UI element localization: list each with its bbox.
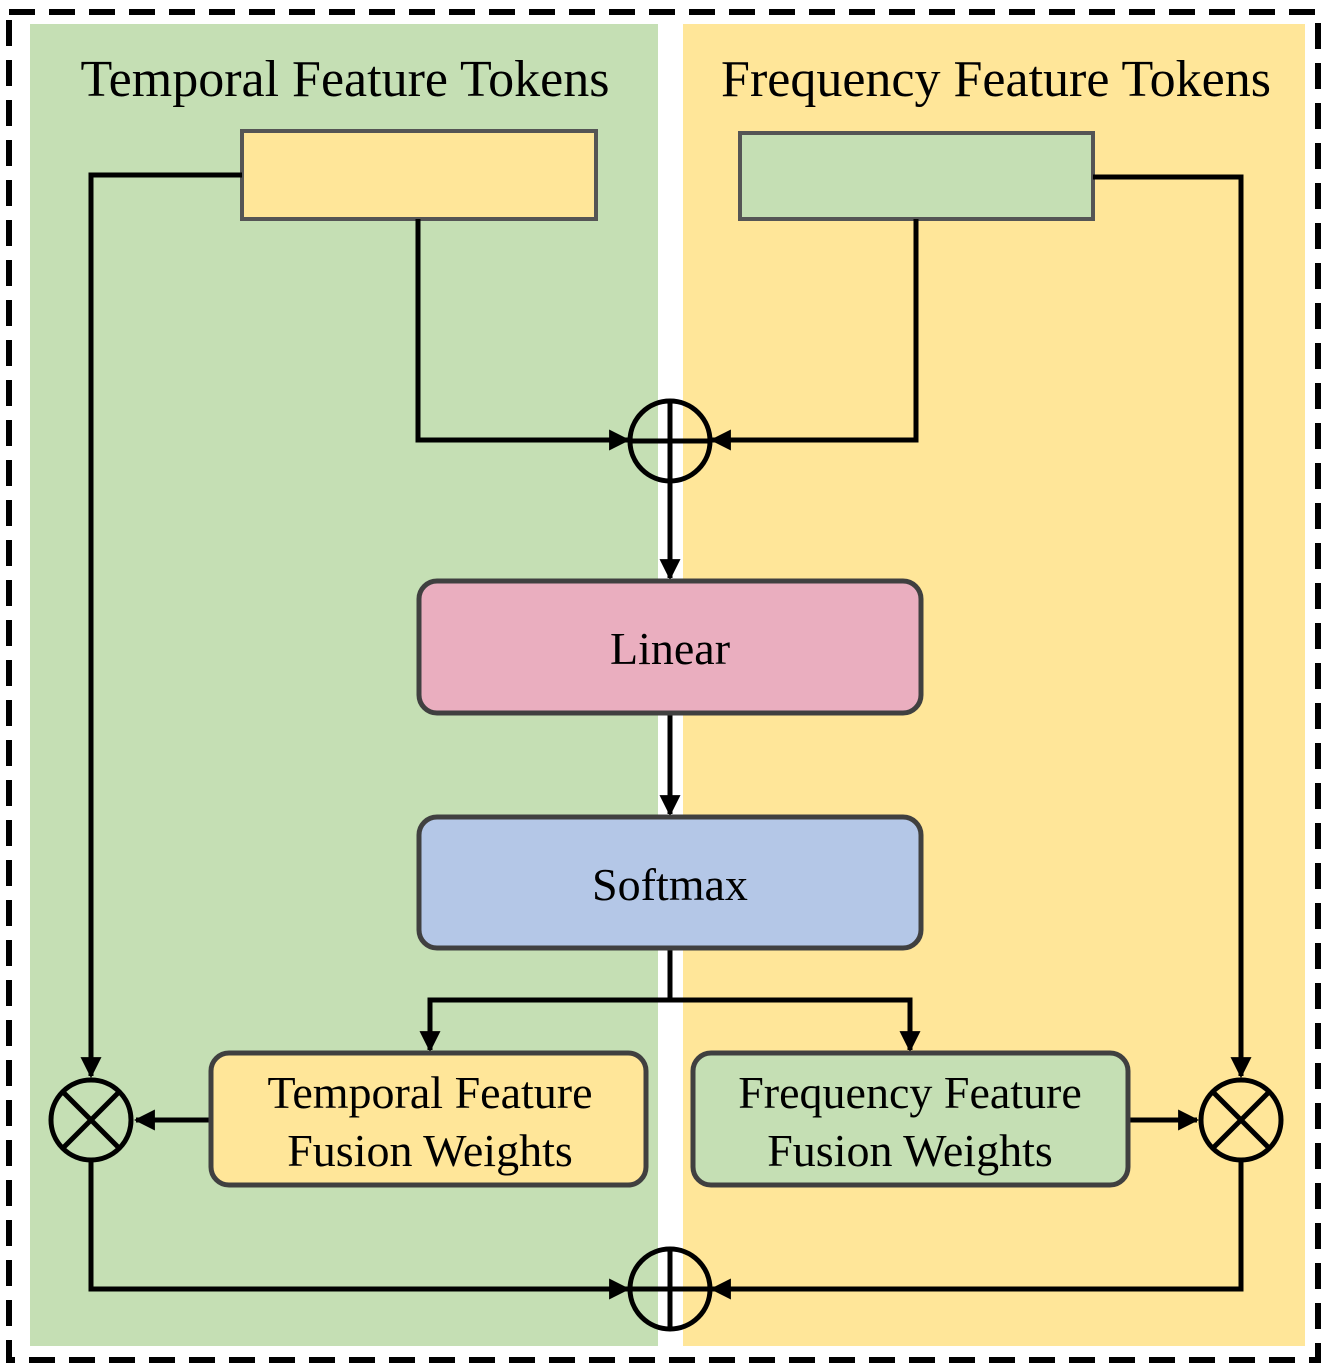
add-icon [627, 1246, 713, 1332]
temporal-weights-block [208, 1050, 649, 1188]
softmax-block [416, 814, 924, 951]
arrow-left-multiply-to-add [88, 1160, 631, 1300]
multiply-icon [48, 1077, 134, 1163]
arrow-softmax-to-temporal-weights [419, 949, 673, 1053]
arrow-softmax-to-frequency-weights [670, 997, 921, 1053]
frequency-weights-block [690, 1050, 1131, 1188]
frequency-token-bar [738, 131, 1095, 221]
frequency-panel-title: Frequency Feature Tokens [721, 51, 1271, 108]
temporal-panel-title: Temporal Feature Tokens [81, 51, 610, 108]
temporal-token-bar [240, 129, 598, 221]
add-icon [627, 398, 713, 484]
frequency-weights-label-line1: Frequency Feature [738, 1067, 1082, 1118]
arrow-right-multiply-to-add [709, 1160, 1244, 1300]
multiply-icon [1198, 1077, 1284, 1163]
temporal-weights-label-line2: Fusion Weights [287, 1125, 573, 1176]
arrow-frequency-to-add [709, 219, 919, 451]
arrow-temporal-to-multiply [80, 172, 242, 1079]
linear-label: Linear [610, 623, 730, 674]
temporal-weights-label-line1: Temporal Feature [267, 1067, 592, 1118]
softmax-label: Softmax [592, 859, 748, 910]
linear-block [416, 578, 924, 716]
arrow-frequency-to-multiply [1093, 174, 1252, 1079]
frequency-weights-label-line2: Fusion Weights [767, 1125, 1053, 1176]
arrow-temporal-to-add [415, 219, 631, 451]
outer-dashed-frame [6, 9, 1321, 1363]
